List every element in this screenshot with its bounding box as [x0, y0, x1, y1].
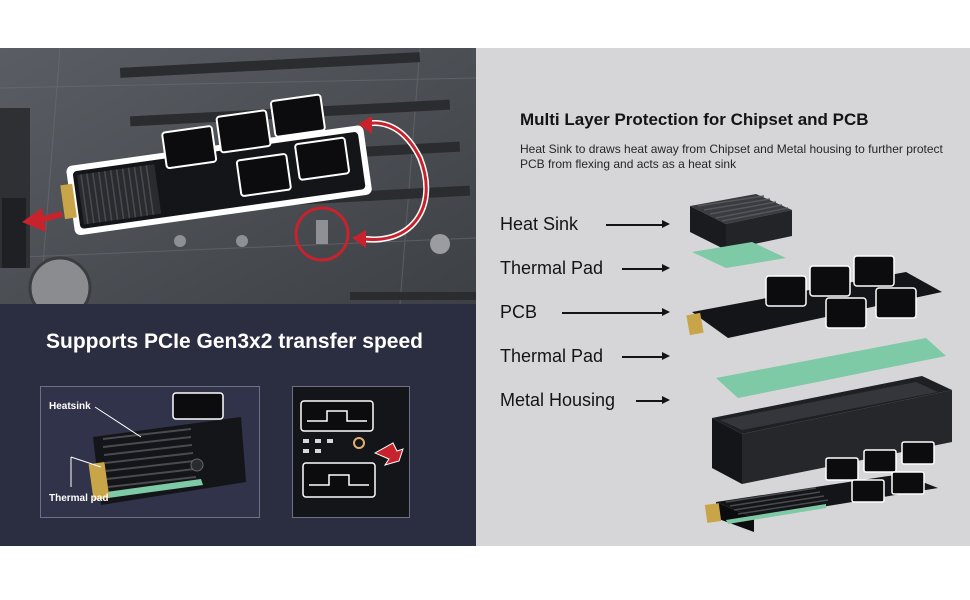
motherboard-illustration [0, 48, 476, 304]
left-bottom-panel: Supports PCIe Gen3x2 transfer speed [0, 304, 476, 546]
heat-sink-part [690, 194, 792, 250]
layer-label-metal-housing: Metal Housing [500, 390, 616, 410]
metal-housing-part [712, 376, 952, 484]
motherboard-photo [0, 48, 476, 304]
sata-port-inset [292, 386, 410, 518]
thermal-pad-callout: Thermal pad [49, 493, 109, 504]
sata-closeup-illustration [293, 387, 409, 517]
heatsink-callout: Heatsink [49, 401, 91, 412]
pcie-headline: Supports PCIe Gen3x2 transfer speed [46, 330, 423, 353]
exploded-view-illustration [686, 194, 952, 532]
layer-protection-title: Multi Layer Protection for Chipset and P… [520, 110, 869, 129]
heatsink-closeup-illustration [41, 387, 259, 517]
layer-label-thermal-pad-top: Thermal Pad [500, 258, 604, 278]
layer-label-heat-sink: Heat Sink [500, 214, 579, 234]
layer-protection-panel: Multi Layer Protection for Chipset and P… [476, 48, 970, 546]
thermal-pad-bottom-part [716, 338, 946, 398]
layer-protection-description: Heat Sink to draws heat away from Chipse… [520, 142, 943, 171]
thermal-pad-top-part [692, 242, 786, 268]
heatsink-inset: Heatsink Thermal pad [40, 386, 260, 518]
assembled-unit [704, 441, 938, 532]
m2-card [60, 93, 372, 236]
layer-label-pcb: PCB [500, 302, 538, 322]
layer-label-thermal-pad-bottom: Thermal Pad [500, 346, 604, 366]
pcb-part [686, 255, 942, 338]
